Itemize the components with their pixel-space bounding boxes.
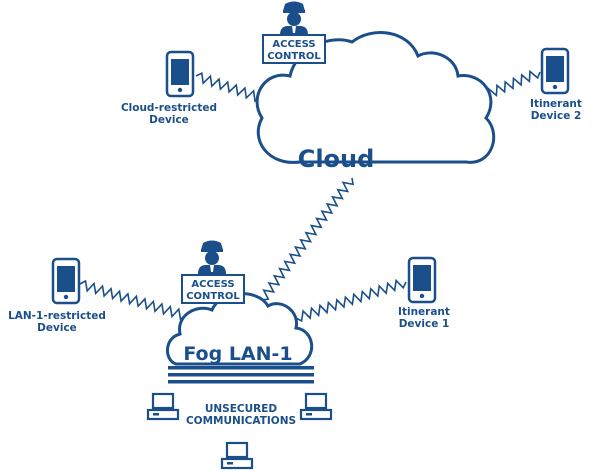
device-label: LAN-1-restricted [8, 310, 106, 322]
wireless-link-icon [79, 279, 187, 321]
fog-label: Fog LAN-1 [183, 343, 292, 365]
unsecured-label: UNSECURED [205, 403, 278, 415]
guard-icon [198, 240, 226, 274]
access-control-label-1: ACCESS [272, 39, 315, 50]
device-label: Device 1 [399, 318, 450, 330]
device-label: Itinerant [530, 98, 582, 110]
computer-icon [146, 392, 180, 421]
cloud-label: Cloud [298, 145, 375, 173]
device-label: Device 2 [531, 110, 582, 122]
wireless-link-icon [295, 278, 407, 323]
cloud-icon: Cloud [255, 31, 496, 173]
computer-icon [220, 441, 254, 470]
phone-icon [407, 256, 437, 304]
phone-icon [51, 257, 81, 305]
guard-icon [280, 1, 308, 35]
access-control-top: ACCESS CONTROL [262, 1, 326, 64]
unsecured-label: COMMUNICATIONS [186, 415, 296, 427]
device-label: Device [149, 114, 189, 126]
computer-icon [299, 392, 333, 421]
access-control-fog: ACCESS CONTROL [181, 240, 245, 304]
access-control-label-2: CONTROL [186, 291, 240, 302]
device-label: Cloud-restricted [121, 102, 217, 114]
device-label: Device [37, 322, 77, 334]
phone-icon [165, 50, 195, 98]
lan-lines [168, 366, 314, 384]
phone-icon [540, 47, 570, 95]
fog-cloud-icon: Fog LAN-1 [166, 292, 314, 384]
device-label: Itinerant [398, 306, 450, 318]
access-control-label-2: CONTROL [267, 51, 321, 62]
access-control-label-1: ACCESS [191, 279, 234, 290]
wireless-link-icon [261, 177, 354, 301]
